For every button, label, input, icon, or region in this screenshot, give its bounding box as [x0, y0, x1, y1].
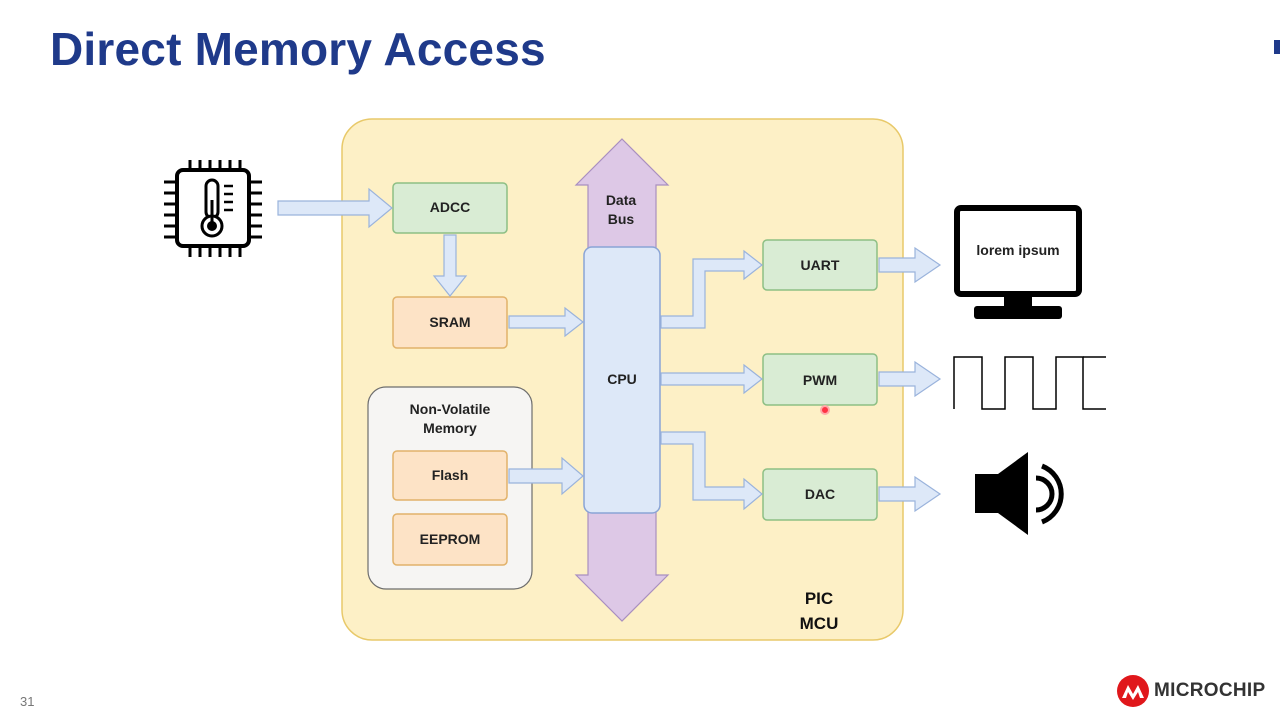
adcc-label: ADCC	[430, 199, 470, 215]
sram-to-cpu-arrow	[508, 306, 584, 338]
cpu-to-pwm-arrow	[660, 363, 763, 395]
uart-block	[762, 239, 878, 291]
adcc-block	[392, 182, 508, 234]
sram-block	[392, 296, 508, 349]
uart-label: UART	[801, 257, 840, 273]
cpu-label: CPU	[607, 371, 637, 387]
mcu-label-line1: PIC	[805, 589, 833, 608]
page-number: 31	[20, 694, 35, 709]
microchip-logo-text: MICROCHIP	[1154, 680, 1266, 701]
microchip-logo-mark-icon	[1117, 675, 1149, 707]
square-wave-icon	[953, 356, 1106, 410]
pwm-block	[762, 353, 878, 406]
nvm-label-line1: Non-Volatile	[410, 401, 491, 417]
temperature-sensor-icon	[164, 160, 262, 257]
data-bus-label-line2: Bus	[608, 211, 635, 227]
sram-label: SRAM	[429, 314, 470, 330]
slide-title: Direct Memory Access	[50, 23, 546, 75]
uart-to-monitor-arrow	[878, 246, 942, 284]
pointer-dot	[820, 405, 830, 415]
eeprom-label: EEPROM	[420, 531, 481, 547]
sensor-to-adcc-arrow	[277, 187, 393, 229]
monitor-text: lorem ipsum	[976, 242, 1059, 258]
nvm-label-line2: Memory	[423, 420, 477, 436]
flash-label: Flash	[432, 467, 469, 483]
cpu-to-uart-arrow	[660, 249, 763, 329]
pwm-label: PWM	[803, 372, 837, 388]
dac-to-speaker-arrow	[878, 475, 942, 513]
adcc-to-sram-arrow	[432, 234, 468, 297]
microchip-logo: MICROCHIP	[1116, 674, 1265, 708]
data-bus-label-line1: Data	[606, 192, 637, 208]
mcu-label-line2: MCU	[800, 614, 839, 633]
cpu-block	[583, 246, 661, 514]
pwm-to-waveform-arrow	[878, 360, 942, 398]
speaker-icon	[975, 452, 1064, 535]
cpu-to-dac-arrow	[660, 431, 763, 511]
flash-block	[392, 450, 508, 501]
flash-to-cpu-arrow	[508, 456, 584, 496]
dac-label: DAC	[805, 486, 835, 502]
eeprom-block	[392, 513, 508, 566]
dac-block	[762, 468, 878, 521]
monitor-icon	[954, 205, 1082, 319]
edge-marker	[1274, 40, 1280, 54]
